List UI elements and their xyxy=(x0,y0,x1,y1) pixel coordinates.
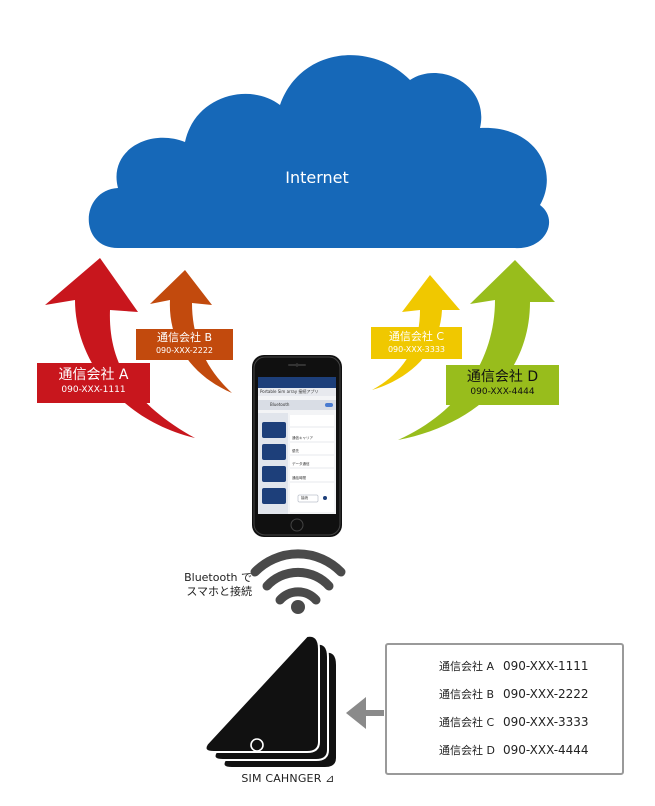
sim-row-number: 090-XXX-3333 xyxy=(503,715,589,729)
phone-menu-item: 優先 xyxy=(292,449,299,453)
sim-row-number: 090-XXX-4444 xyxy=(503,743,589,757)
carrier-a-box xyxy=(37,363,150,403)
carrier-d-number: 090-XXX-4444 xyxy=(470,387,535,397)
sim-changer-caption: SIM CAHNGER ⊿ xyxy=(241,772,335,785)
carrier-a-number: 090-XXX-1111 xyxy=(61,385,126,395)
carrier-c-number: 090-XXX-3333 xyxy=(387,345,446,354)
wireless-signal-icon xyxy=(250,549,346,614)
phone-bluetooth-label: Bluetooth xyxy=(270,402,290,407)
sim-list-panel: 通信会社 A 090-XXX-1111 通信会社 B 090-XXX-2222 … xyxy=(385,643,624,775)
insert-arrow-icon xyxy=(346,697,384,729)
sim-row-name: 通信会社 D xyxy=(439,744,495,757)
carrier-b-label: 通信会社 B 090-XXX-2222 xyxy=(136,331,233,357)
carrier-d-box xyxy=(446,365,559,405)
phone-menu-item: データ通信 xyxy=(292,462,310,466)
list-item: 通信会社 B 090-XXX-2222 xyxy=(439,683,655,705)
carrier-d-name: 通信会社 D xyxy=(466,369,539,385)
carrier-b-name: 通信会社 B xyxy=(156,331,213,344)
phone-menu-item: 通信キャリア xyxy=(292,436,313,440)
sim-row-number: 090-XXX-2222 xyxy=(503,687,589,701)
list-item: 通信会社 A 090-XXX-1111 xyxy=(439,655,655,677)
phone-app-title: Portable Sim array 接続アプリ xyxy=(260,389,319,394)
carrier-d-label: 通信会社 D 090-XXX-4444 xyxy=(446,369,559,399)
sim-row-number: 090-XXX-1111 xyxy=(503,659,589,673)
smartphone xyxy=(252,355,342,537)
phone-menu-item: 通話時間 xyxy=(292,476,306,480)
internet-label: Internet xyxy=(285,168,349,187)
carrier-c-name: 通信会社 C xyxy=(388,330,445,343)
bluetooth-caption: Bluetooth で スマホと接続 xyxy=(150,571,252,599)
carrier-b-number: 090-XXX-2222 xyxy=(155,346,214,355)
sim-row-name: 通信会社 A xyxy=(439,660,495,673)
arrow-carrier-c xyxy=(372,275,460,390)
carrier-c-label: 通信会社 C 090-XXX-3333 xyxy=(371,330,462,356)
sim-row-name: 通信会社 C xyxy=(439,716,495,729)
carrier-a-name: 通信会社 A xyxy=(58,367,129,383)
phone-connect-button[interactable]: 接続 xyxy=(301,496,308,500)
carrier-a-label: 通信会社 A 090-XXX-1111 xyxy=(37,367,150,397)
list-item: 通信会社 C 090-XXX-3333 xyxy=(439,711,655,733)
carrier-c-box xyxy=(371,327,462,359)
list-item: 通信会社 D 090-XXX-4444 xyxy=(439,739,655,761)
internet-cloud xyxy=(88,55,550,249)
sim-row-name: 通信会社 B xyxy=(439,688,495,701)
bluetooth-caption-line1: Bluetooth で xyxy=(184,571,252,584)
carrier-b-box xyxy=(136,329,233,360)
arrow-carrier-a xyxy=(45,258,195,438)
arrow-carrier-d xyxy=(398,260,555,440)
sim-changer-device xyxy=(204,634,338,769)
bluetooth-caption-line2: スマホと接続 xyxy=(186,585,252,598)
